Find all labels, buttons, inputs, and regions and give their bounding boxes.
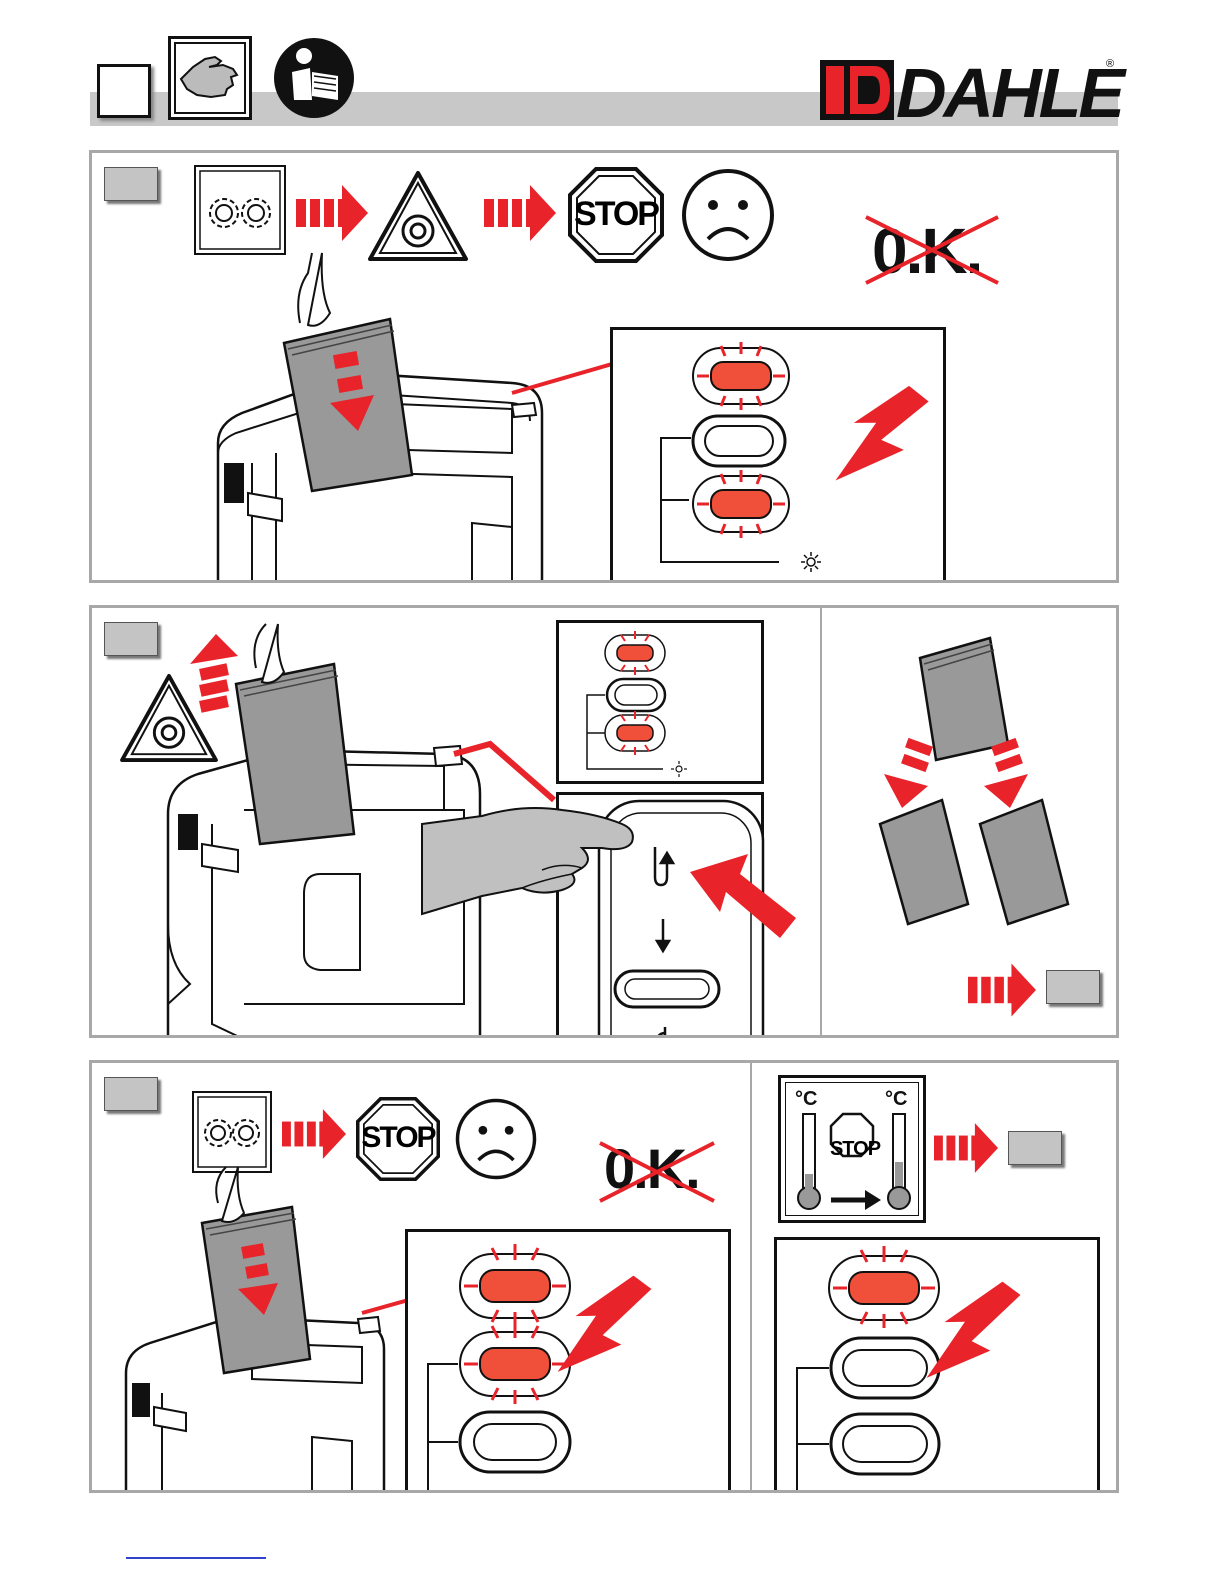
thermometer-icon: °C °C STOP [778, 1075, 926, 1223]
sun-icon [671, 761, 687, 777]
split-stack-illustration [872, 624, 1112, 924]
brand-name: DAHLE [896, 58, 1122, 128]
footer-line [126, 1557, 266, 1559]
stop-sign-icon: STOP [568, 167, 664, 263]
sad-face-icon [680, 167, 776, 263]
sad-face-icon [454, 1097, 538, 1181]
stop-sign-icon: STOP [356, 1097, 440, 1181]
pressing-hand [422, 804, 642, 924]
arrow-pointer-icon [690, 848, 796, 944]
arrow-right-icon [934, 1123, 998, 1173]
control-panel-detail [556, 620, 764, 784]
arrow-right-icon [484, 185, 556, 241]
arrow-right-icon [968, 962, 1036, 1018]
sun-icon [801, 552, 821, 572]
shredder-illustration [212, 253, 632, 583]
arrow-right-icon [282, 1109, 346, 1159]
blank-square [97, 64, 151, 118]
read-manual-icon [272, 36, 356, 120]
step-number-box [104, 622, 158, 656]
step-number-box [104, 1077, 158, 1111]
stop-sign-label: STOP [829, 1138, 881, 1161]
step-number-box [104, 167, 158, 201]
panel-overheat: STOP 0.K. [89, 1060, 1119, 1493]
next-step-box [1008, 1131, 1062, 1165]
panel-divider [820, 608, 822, 1038]
stop-sign-label: STOP [356, 1121, 440, 1155]
registered-mark: ® [1106, 58, 1114, 70]
panel-overload-jam: STOP 0.K. [89, 150, 1119, 583]
next-step-box [1046, 970, 1100, 1004]
panel-reverse-and-split [89, 605, 1119, 1038]
stop-sign-label: STOP [568, 195, 664, 234]
panel-divider [750, 1063, 752, 1493]
dahle-logo-mark [820, 60, 894, 120]
rotation-warning-icon [368, 171, 468, 261]
dahle-logo: DAHLE ® [820, 56, 1120, 122]
control-panel-detail [610, 327, 946, 583]
gear-icon [194, 165, 286, 255]
control-panel-detail [774, 1237, 1100, 1493]
gear-icon [192, 1091, 272, 1173]
control-panel-detail [405, 1229, 731, 1493]
hand-icon [168, 36, 252, 120]
not-ok-mark: 0.K. [598, 1139, 718, 1205]
arrow-right-icon [296, 185, 368, 241]
shredder-illustration [122, 1173, 412, 1493]
not-ok-mark: 0.K. [864, 213, 1004, 289]
